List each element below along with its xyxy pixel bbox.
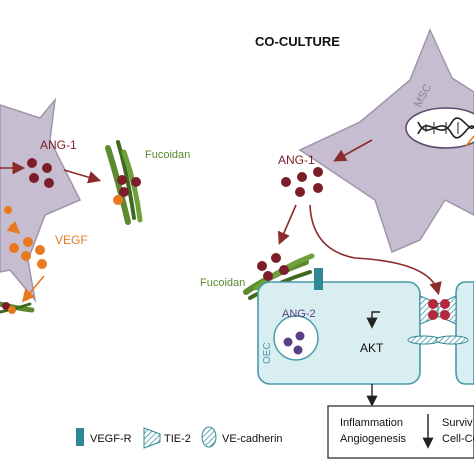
oec-cell-neighbor: [455, 281, 474, 385]
legend-label-tie2: TIE-2: [164, 433, 191, 445]
arrow-msc-vegf: [465, 135, 474, 147]
nucleus: [405, 107, 474, 149]
ang1-left-label: ANG-1: [40, 138, 77, 152]
ang1-right-cluster: [281, 167, 323, 197]
co-culture-title: CO-CULTURE: [255, 34, 340, 49]
fucoidan-left-bottom: [0, 301, 35, 314]
ang2-label: ANG-2: [282, 308, 316, 320]
arrow-to-akt: [366, 311, 380, 329]
arrow-vegf-in: [6, 220, 21, 235]
vegf-label: VEGF: [55, 233, 88, 247]
fucoidan-left-label: Fucoidan: [145, 149, 190, 161]
arrow-msc-to-ang1: [333, 139, 373, 162]
fucoidan-left-fibers: [105, 140, 143, 225]
ve-cadherin-junction: [407, 335, 469, 345]
ang1-left-cluster: [27, 158, 54, 188]
legend: VEGF-R TIE-2 VE-cadherin: [76, 426, 283, 449]
outcome-left-line2: Angiogenesis: [340, 433, 407, 445]
legend-label-ve-cadherin: VE-cadherin: [222, 433, 283, 445]
tie2-receptors: [419, 295, 457, 325]
outcome-right-line2: Cell-Ce: [442, 433, 474, 445]
arrow-ang1-to-tie2: [309, 204, 442, 296]
arrow-vegf-down: [21, 275, 45, 303]
outcome-left-line1: Inflammation: [340, 417, 403, 429]
arrow-ang1-to-fucoidan: [63, 169, 102, 184]
ang1-right-label: ANG-1: [278, 153, 315, 167]
fucoidan-right-label: Fucoidan: [200, 277, 245, 289]
vegf-receptor: [314, 268, 323, 290]
outcome-right-line1: Surviv: [442, 417, 473, 429]
vegf-receptor-icon: [76, 428, 84, 446]
vegf-cluster: [4, 206, 47, 269]
akt-label: AKT: [360, 341, 384, 355]
legend-label-vegf-r: VEGF-R: [90, 433, 132, 445]
ang1-bound-cluster: [428, 299, 450, 320]
ang2-cluster: [283, 331, 305, 355]
ve-cadherin-icon: [201, 426, 217, 448]
dna-icon: [417, 117, 474, 139]
tie2-receptor-icon: [143, 427, 161, 449]
outcome-box: [327, 405, 474, 459]
right-msc-cell: [298, 28, 474, 254]
arrow-ang1-to-fucoidan-right: [277, 204, 297, 245]
left-msc-cell: [0, 97, 82, 303]
oec-label: OEC: [262, 342, 273, 364]
